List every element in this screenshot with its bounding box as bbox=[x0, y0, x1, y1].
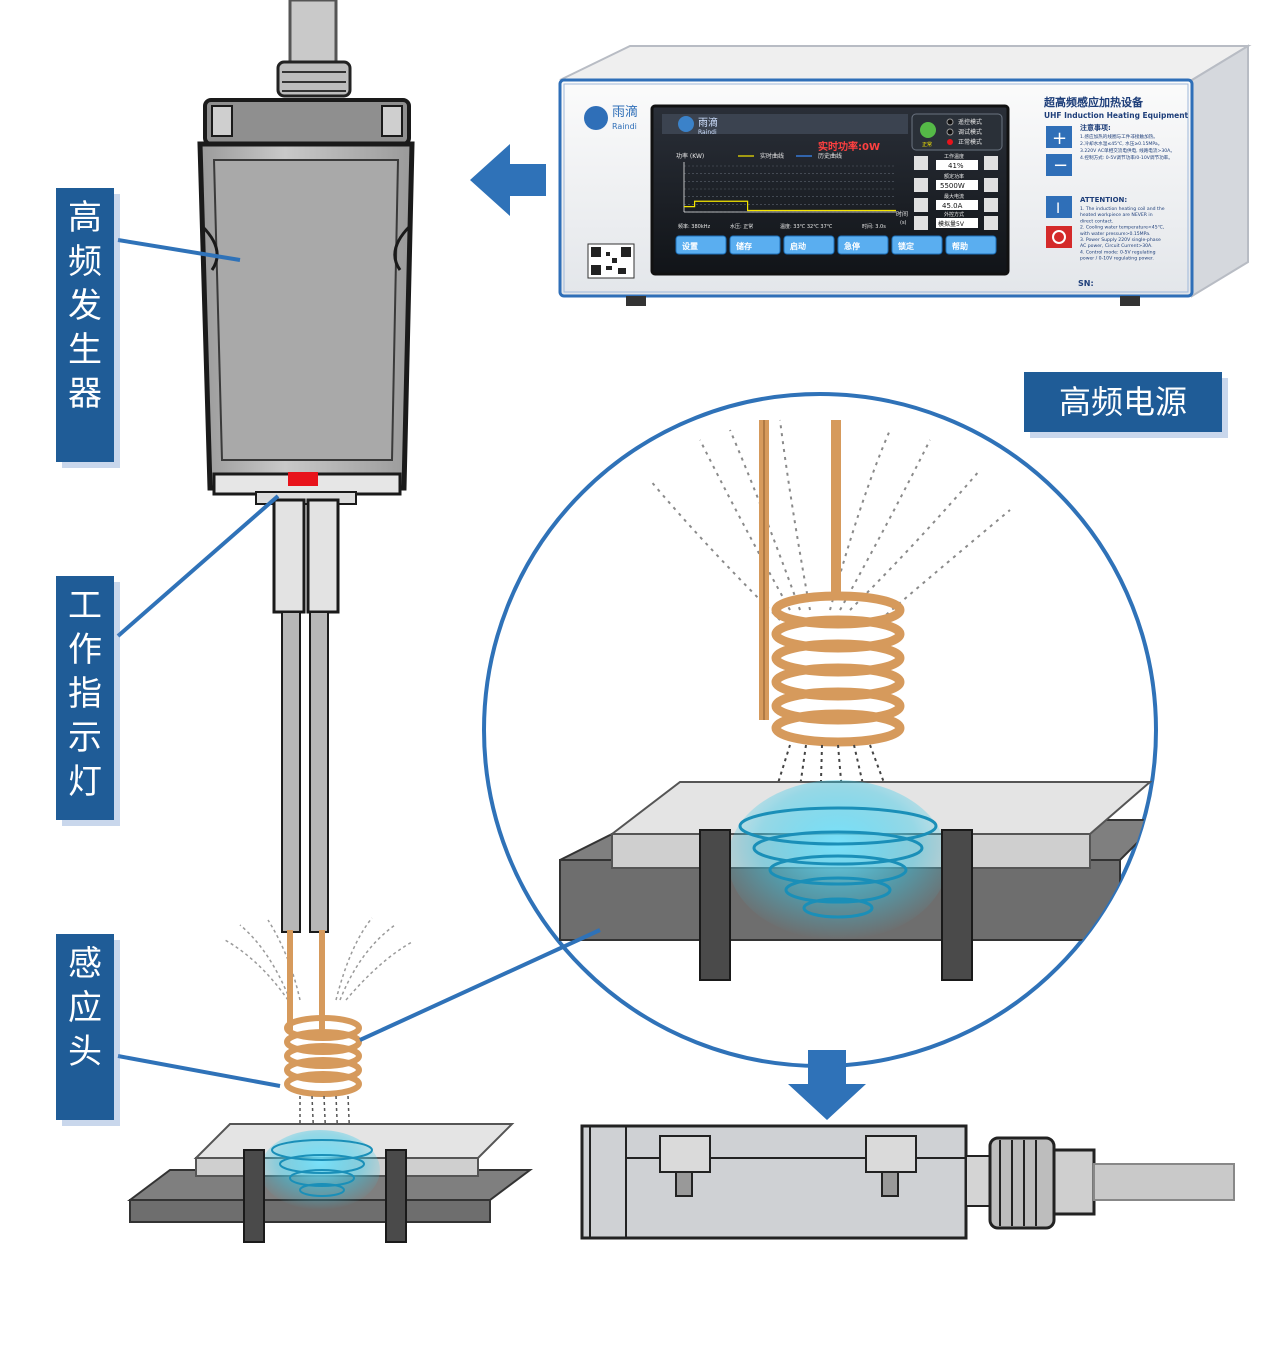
power-on-button[interactable] bbox=[1046, 196, 1072, 218]
legend-history: 历史曲线 bbox=[818, 152, 842, 160]
qr-code-icon bbox=[587, 243, 635, 279]
rated-power-minus-button[interactable] bbox=[984, 178, 998, 192]
screen-button-label: 急停 bbox=[844, 241, 860, 251]
screen-button-bar: 设置 储存 启动 急停 锁定 帮助 bbox=[675, 235, 997, 255]
minus-icon: − bbox=[1053, 155, 1068, 176]
raindi-logo-icon bbox=[584, 106, 608, 130]
attention-line: power / 0-10V regulating power. bbox=[1080, 256, 1154, 262]
screen-brand-en: Raindi bbox=[698, 129, 717, 136]
work-temp-minus-button[interactable] bbox=[914, 156, 928, 170]
screen-button[interactable] bbox=[891, 235, 943, 255]
mode-remote[interactable]: 遥控模式 bbox=[958, 118, 982, 126]
label-induction-head: 感应头 bbox=[56, 934, 114, 1120]
screen-logo-icon bbox=[678, 116, 694, 132]
screen-button[interactable] bbox=[945, 235, 997, 255]
chart-series-line bbox=[684, 200, 896, 212]
control-mode-plus-button[interactable] bbox=[914, 216, 928, 230]
rated-power-value: 5500W bbox=[940, 182, 965, 190]
control-mode-value: 模拟量5V bbox=[938, 220, 965, 228]
screen-button-label: 启动 bbox=[790, 241, 806, 251]
notice-line: 2.冷却水水温≤45℃, 水压≥0.15MPa。 bbox=[1080, 140, 1162, 147]
plus-button[interactable] bbox=[1046, 126, 1072, 148]
status-temp: 温度: 33℃ 32℃ 37℃ bbox=[780, 223, 833, 230]
max-current-label: 最大电流 bbox=[944, 193, 964, 200]
arrow-down-icon bbox=[788, 1050, 866, 1120]
status-water: 水压: 正常 bbox=[730, 223, 753, 230]
side-view bbox=[580, 1124, 1235, 1240]
attention-lines: 1. The induction heating coil and thehea… bbox=[1080, 206, 1165, 262]
realtime-power: 实时功率:0W bbox=[818, 140, 880, 153]
sn-label: SN: bbox=[1078, 279, 1094, 288]
screen-brand-cn: 雨滴 bbox=[698, 116, 718, 129]
control-mode-minus-button[interactable] bbox=[984, 216, 998, 230]
attention-title: ATTENTION: bbox=[1080, 196, 1127, 204]
mode-debug[interactable]: 调试模式 bbox=[958, 128, 982, 136]
label-hf-generator: 高频发生器 bbox=[56, 188, 114, 462]
label-work-indicator-text: 工作指示灯 bbox=[68, 586, 102, 802]
device-title-en: UHF Induction Heating Equipment bbox=[1044, 111, 1189, 120]
plus-icon: + bbox=[1052, 128, 1067, 149]
brand-en: Raindi bbox=[612, 122, 637, 131]
screen-button-label: 锁定 bbox=[898, 241, 914, 251]
rated-power-plus-button[interactable] bbox=[914, 178, 928, 192]
label-work-indicator: 工作指示灯 bbox=[56, 576, 114, 820]
brand-cn: 雨滴 bbox=[612, 104, 638, 120]
mode-normal-short: 正常 bbox=[922, 141, 932, 148]
screen-button[interactable] bbox=[837, 235, 889, 255]
notice-line: 3.220V AC单相交流电供电, 线路电流>30A。 bbox=[1080, 147, 1175, 154]
zoom-view bbox=[482, 392, 1158, 1068]
attention-line: 1. The induction heating coil and the bbox=[1080, 206, 1165, 212]
screen-button-label: 帮助 bbox=[952, 241, 968, 251]
screen-button[interactable] bbox=[675, 235, 727, 255]
attention-line: direct contact. bbox=[1080, 218, 1113, 224]
power-off-button[interactable] bbox=[1046, 226, 1072, 248]
work-indicator-light bbox=[288, 472, 318, 486]
attention-line: with water pressure>0.15MPa. bbox=[1080, 231, 1150, 237]
label-hf-power-supply: 高频电源 bbox=[1024, 372, 1222, 432]
max-current-minus-button[interactable] bbox=[984, 198, 998, 212]
minus-button[interactable] bbox=[1046, 154, 1072, 176]
legend-realtime: 实时曲线 bbox=[760, 152, 784, 160]
power-status-icon bbox=[920, 122, 936, 138]
power-chart bbox=[683, 162, 896, 213]
status-time: 时间: 3.0s bbox=[862, 223, 886, 230]
attention-line: AC power, Circuit Current>30A. bbox=[1080, 243, 1153, 249]
rated-power-label: 额定功率 bbox=[944, 173, 964, 180]
chart-ylabel: 功率 (KW) bbox=[676, 152, 704, 160]
notice-title: 注意事项: bbox=[1080, 123, 1111, 132]
attention-line: 4. Control mode: 0-5V regulating bbox=[1080, 249, 1156, 255]
work-temp-value: 41% bbox=[948, 162, 964, 170]
x-axis-label: 时间 bbox=[896, 210, 908, 218]
device-title-cn: 超高频感应加热设备 bbox=[1043, 95, 1144, 109]
notice-line: 4.控制方式: 0-5V调节功率/0-10V调节功率。 bbox=[1080, 154, 1173, 161]
power-supply-unit: 雨滴 Raindi 雨滴 Raindi 实时功率:0W 功率 (KW) 实时曲线… bbox=[558, 44, 1252, 306]
label-hf-generator-text: 高频发生器 bbox=[68, 198, 102, 414]
arrow-left-icon bbox=[470, 144, 546, 216]
screen-button-label: 设置 bbox=[682, 241, 698, 251]
max-current-value: 45.0A bbox=[942, 202, 963, 210]
power-off-icon bbox=[1052, 230, 1066, 244]
work-temp-plus-button[interactable] bbox=[984, 156, 998, 170]
x-axis-unit: (s) bbox=[900, 220, 907, 226]
notice-line: 1.感应加热的线圈与工件非接触加热。 bbox=[1080, 133, 1158, 140]
control-mode-label: 外控方式 bbox=[944, 211, 964, 218]
attention-line: heated workpiece are NEVER in bbox=[1080, 212, 1153, 218]
small-coil-assembly bbox=[127, 917, 533, 1243]
label-induction-head-text: 感应头 bbox=[68, 944, 102, 1072]
max-current-plus-button[interactable] bbox=[914, 198, 928, 212]
screen-button-label: 储存 bbox=[735, 241, 752, 251]
screen-button[interactable] bbox=[783, 235, 835, 255]
hf-generator bbox=[197, 0, 415, 933]
work-temp-label: 工作温度 bbox=[944, 153, 964, 160]
screen-button[interactable] bbox=[729, 235, 781, 255]
attention-line: 2. Cooling water temperature<45℃, bbox=[1080, 225, 1165, 231]
power-on-icon: I bbox=[1056, 201, 1060, 217]
status-freq: 频率: 380kHz bbox=[678, 223, 710, 230]
attention-line: 3. Power Supply 220V single-phase bbox=[1080, 237, 1161, 243]
mode-normal[interactable]: 正常模式 bbox=[958, 138, 982, 146]
notice-lines: 1.感应加热的线圈与工件非接触加热。2.冷却水水温≤45℃, 水压≥0.15MP… bbox=[1080, 133, 1175, 161]
